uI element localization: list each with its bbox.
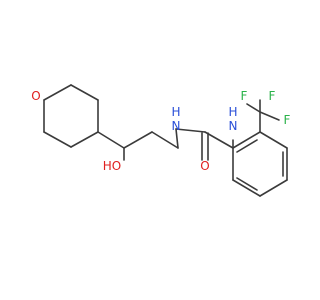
oxygen-label: O — [31, 89, 40, 103]
fluorine-label: F — [241, 89, 248, 103]
aromatic-bond — [236, 139, 258, 153]
bond — [97, 131, 125, 149]
bond — [232, 131, 261, 149]
bond — [43, 84, 72, 101]
bond — [151, 131, 179, 149]
nitrogen-label: N — [172, 119, 181, 133]
nh-hydrogen-label: H — [171, 105, 180, 119]
fluorine-label: F — [284, 113, 291, 127]
atom-labels: O HO O H N H N F F F — [31, 89, 290, 173]
bond — [246, 103, 261, 113]
fluorine-label: F — [269, 89, 276, 103]
bond — [70, 131, 99, 148]
bond — [204, 131, 234, 149]
bonds — [43, 84, 288, 197]
carbonyl-oxygen-label: O — [200, 159, 209, 173]
bond — [175, 128, 179, 149]
bond — [259, 131, 288, 149]
bond — [259, 111, 280, 121]
molecule-structure: O HO O H N H N F F F — [31, 84, 291, 197]
bond — [123, 131, 153, 149]
bond — [70, 84, 99, 101]
bond — [259, 179, 288, 197]
bond — [175, 128, 206, 133]
aromatic-bond — [236, 177, 258, 191]
bond — [43, 131, 72, 148]
bond — [232, 179, 261, 197]
hydroxyl-label: HO — [103, 159, 121, 173]
nh-hydrogen-label: H — [228, 105, 237, 119]
nitrogen-label: N — [229, 119, 238, 133]
